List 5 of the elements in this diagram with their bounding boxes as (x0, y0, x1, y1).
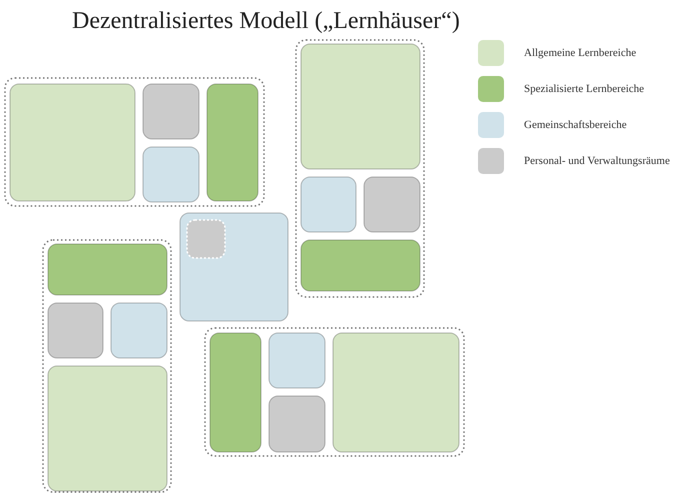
legend-label: Allgemeine Lernbereiche (524, 46, 636, 61)
legend-label: Gemeinschaftsbereiche (524, 118, 627, 133)
legend-label: Spezialisierte Lernbereiche (524, 82, 644, 97)
legend-label: Personal- und Verwaltungsräume (524, 154, 670, 169)
title: Dezentralisiertes Modell („Lernhäuser“) (72, 7, 460, 36)
